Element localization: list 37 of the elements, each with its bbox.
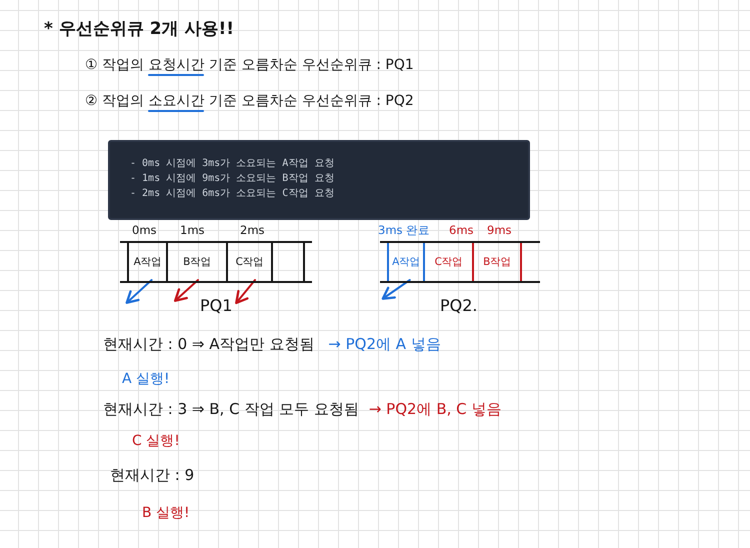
status-note: 현재시간 : 9 bbox=[110, 467, 194, 484]
time-label: 2ms bbox=[240, 224, 265, 238]
queue-label: PQ1 bbox=[200, 297, 232, 316]
queue-slot bbox=[387, 243, 425, 281]
priority-queue bbox=[120, 241, 312, 283]
arrow bbox=[235, 279, 256, 304]
time-label: 6ms bbox=[449, 224, 474, 238]
time-label: 1ms bbox=[180, 224, 205, 238]
status-note: 현재시간 : 3 ⇒ B, C 작업 모두 요청됨 bbox=[103, 401, 359, 418]
action-note: → PQ2에 B, C 넣음 bbox=[368, 401, 502, 418]
queue-label: PQ2. bbox=[440, 297, 478, 316]
code-line: - 2ms 시점에 6ms가 소요되는 C작업 요청 bbox=[130, 187, 334, 201]
numbered-note: ① 작업의 요청시간 기준 오름차순 우선순위큐 : PQ1 bbox=[85, 57, 414, 74]
action-note: → PQ2에 A 넣음 bbox=[328, 336, 441, 354]
numbered-note: ② 작업의 소요시간 기준 오름차순 우선순위큐 : PQ2 bbox=[85, 93, 414, 110]
time-label: 0ms bbox=[132, 224, 157, 238]
job-label: C작업 bbox=[236, 255, 264, 269]
time-label: 9ms bbox=[487, 224, 512, 238]
arrow bbox=[174, 279, 199, 302]
heading: * 우선순위큐 2개 사용!! bbox=[44, 20, 234, 40]
job-label: B작업 bbox=[183, 255, 211, 269]
execution-note: A 실행! bbox=[122, 371, 170, 388]
code-block bbox=[108, 140, 530, 220]
job-label: A작업 bbox=[392, 255, 420, 269]
time-label: 3ms 완료 bbox=[378, 224, 430, 238]
job-label: A작업 bbox=[134, 255, 162, 269]
code-line: - 0ms 시점에 3ms가 소요되는 A작업 요청 bbox=[130, 157, 334, 171]
job-label: B작업 bbox=[483, 255, 511, 269]
arrow bbox=[126, 279, 153, 304]
queue-slot bbox=[127, 243, 168, 281]
job-label: C작업 bbox=[434, 255, 462, 269]
code-line: - 1ms 시점에 9ms가 소요되는 B작업 요청 bbox=[130, 172, 334, 186]
priority-queue bbox=[380, 241, 540, 283]
arrow bbox=[382, 279, 411, 300]
status-note: 현재시간 : 0 ⇒ A작업만 요청됨 bbox=[103, 336, 314, 354]
execution-note: B 실행! bbox=[142, 505, 190, 522]
execution-note: C 실행! bbox=[132, 433, 180, 450]
